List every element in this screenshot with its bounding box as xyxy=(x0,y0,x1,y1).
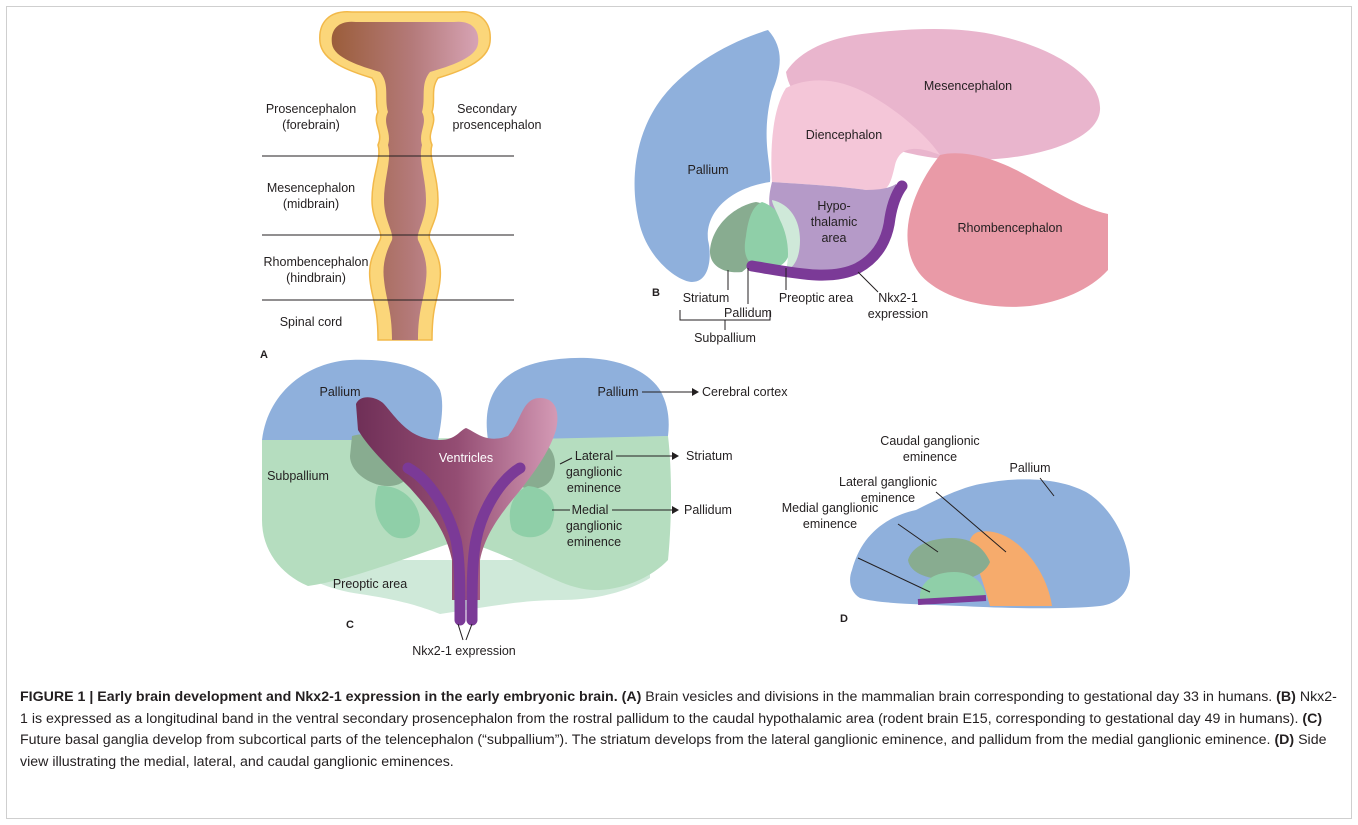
label-mesencephalon: Mesencephalon xyxy=(267,181,355,195)
label-caudal-eminence: eminence xyxy=(903,450,957,464)
label-lateral: Lateral xyxy=(575,449,613,463)
label-rhombencephalon-b: Rhombencephalon xyxy=(958,221,1063,235)
label-pallium-c-right: Pallium xyxy=(598,385,639,399)
label-preoptic-b: Preoptic area xyxy=(779,291,853,305)
label-medial-d: Medial ganglionic xyxy=(782,501,879,515)
panel-letter-d: D xyxy=(840,613,848,625)
label-thalamic: thalamic xyxy=(811,215,858,229)
label-area: area xyxy=(821,231,846,245)
label-subpallium-b: Subpallium xyxy=(694,331,756,345)
arrow-striatum-head xyxy=(672,452,679,460)
figure-illustration: Prosencephalon (forebrain) Secondary pro… xyxy=(0,0,1358,680)
label-caudal: Caudal ganglionic xyxy=(880,434,979,448)
label-secondary-prosencephalon: prosencephalon xyxy=(453,118,542,132)
pointer-nkx-c-left xyxy=(458,624,463,640)
label-lateral-d: Lateral ganglionic xyxy=(839,475,937,489)
label-subpallium-c: Subpallium xyxy=(267,469,329,483)
label-lateral-ganglionic: ganglionic xyxy=(566,465,622,479)
panel-d: Caudal ganglionic eminence Lateral gangl… xyxy=(782,434,1130,625)
label-nkx-c: Nkx2-1 expression xyxy=(412,644,516,658)
pallium-region-c xyxy=(262,360,442,440)
label-midbrain: (midbrain) xyxy=(283,197,339,211)
caption-tag-b: (B) xyxy=(1276,689,1296,705)
caption-text-a: Brain vesicles and divisions in the mamm… xyxy=(641,689,1276,705)
label-medial-eminence: eminence xyxy=(567,535,621,549)
label-nkx-b: Nkx2-1 xyxy=(878,291,918,305)
caption-tag-d: (D) xyxy=(1274,732,1294,748)
label-ventricles: Ventricles xyxy=(439,451,493,465)
label-hindbrain: (hindbrain) xyxy=(286,271,346,285)
label-forebrain: (forebrain) xyxy=(282,118,340,132)
caption-title: FIGURE 1 | Early brain development and N… xyxy=(20,689,618,705)
panel-c: Pallium Pallium Cerebral cortex Subpalli… xyxy=(262,358,788,658)
label-diencephalon: Diencephalon xyxy=(806,128,882,142)
label-striatum-c: Striatum xyxy=(686,449,733,463)
label-spinal-cord: Spinal cord xyxy=(280,315,343,329)
label-medial-ganglionic: ganglionic xyxy=(566,519,622,533)
label-lateral-eminence: eminence xyxy=(567,481,621,495)
label-nkx-expression-b: expression xyxy=(868,307,928,321)
nkx-band-d xyxy=(918,598,986,602)
label-secondary: Secondary xyxy=(457,102,518,116)
label-preoptic-c: Preoptic area xyxy=(333,577,407,591)
label-prosencephalon: Prosencephalon xyxy=(266,102,356,116)
label-medial-eminence-d: eminence xyxy=(803,517,857,531)
label-pallium-d: Pallium xyxy=(1010,461,1051,475)
panel-letter-a: A xyxy=(260,349,268,361)
arrow-cortex-head xyxy=(692,388,699,396)
caption-text-c: Future basal ganglia develop from subcor… xyxy=(20,732,1274,748)
panel-letter-c: C xyxy=(346,619,354,631)
caption-tag-a: (A) xyxy=(622,689,642,705)
panel-letter-b: B xyxy=(652,287,660,299)
label-striatum-b: Striatum xyxy=(683,291,730,305)
pointer-nkx-b xyxy=(858,272,878,292)
label-pallidum-c: Pallidum xyxy=(684,503,732,517)
panel-a: Prosencephalon (forebrain) Secondary pro… xyxy=(260,12,542,361)
label-pallium-b: Pallium xyxy=(688,163,729,177)
label-pallium-c-left: Pallium xyxy=(320,385,361,399)
arrow-pallidum-head xyxy=(672,506,679,514)
label-pallidum-b: Pallidum xyxy=(724,306,772,320)
pointer-nkx-c-right xyxy=(466,624,472,640)
label-medial: Medial xyxy=(572,503,609,517)
label-rhombencephalon: Rhombencephalon xyxy=(264,255,369,269)
figure-caption: FIGURE 1 | Early brain development and N… xyxy=(20,687,1340,773)
panel-b: Pallium Diencephalon Mesencephalon Rhomb… xyxy=(635,29,1108,345)
caption-tag-c: (C) xyxy=(1302,711,1322,727)
label-cerebral-cortex: Cerebral cortex xyxy=(702,385,788,399)
label-mesencephalon-b: Mesencephalon xyxy=(924,79,1012,93)
label-hypo: Hypo- xyxy=(817,199,850,213)
